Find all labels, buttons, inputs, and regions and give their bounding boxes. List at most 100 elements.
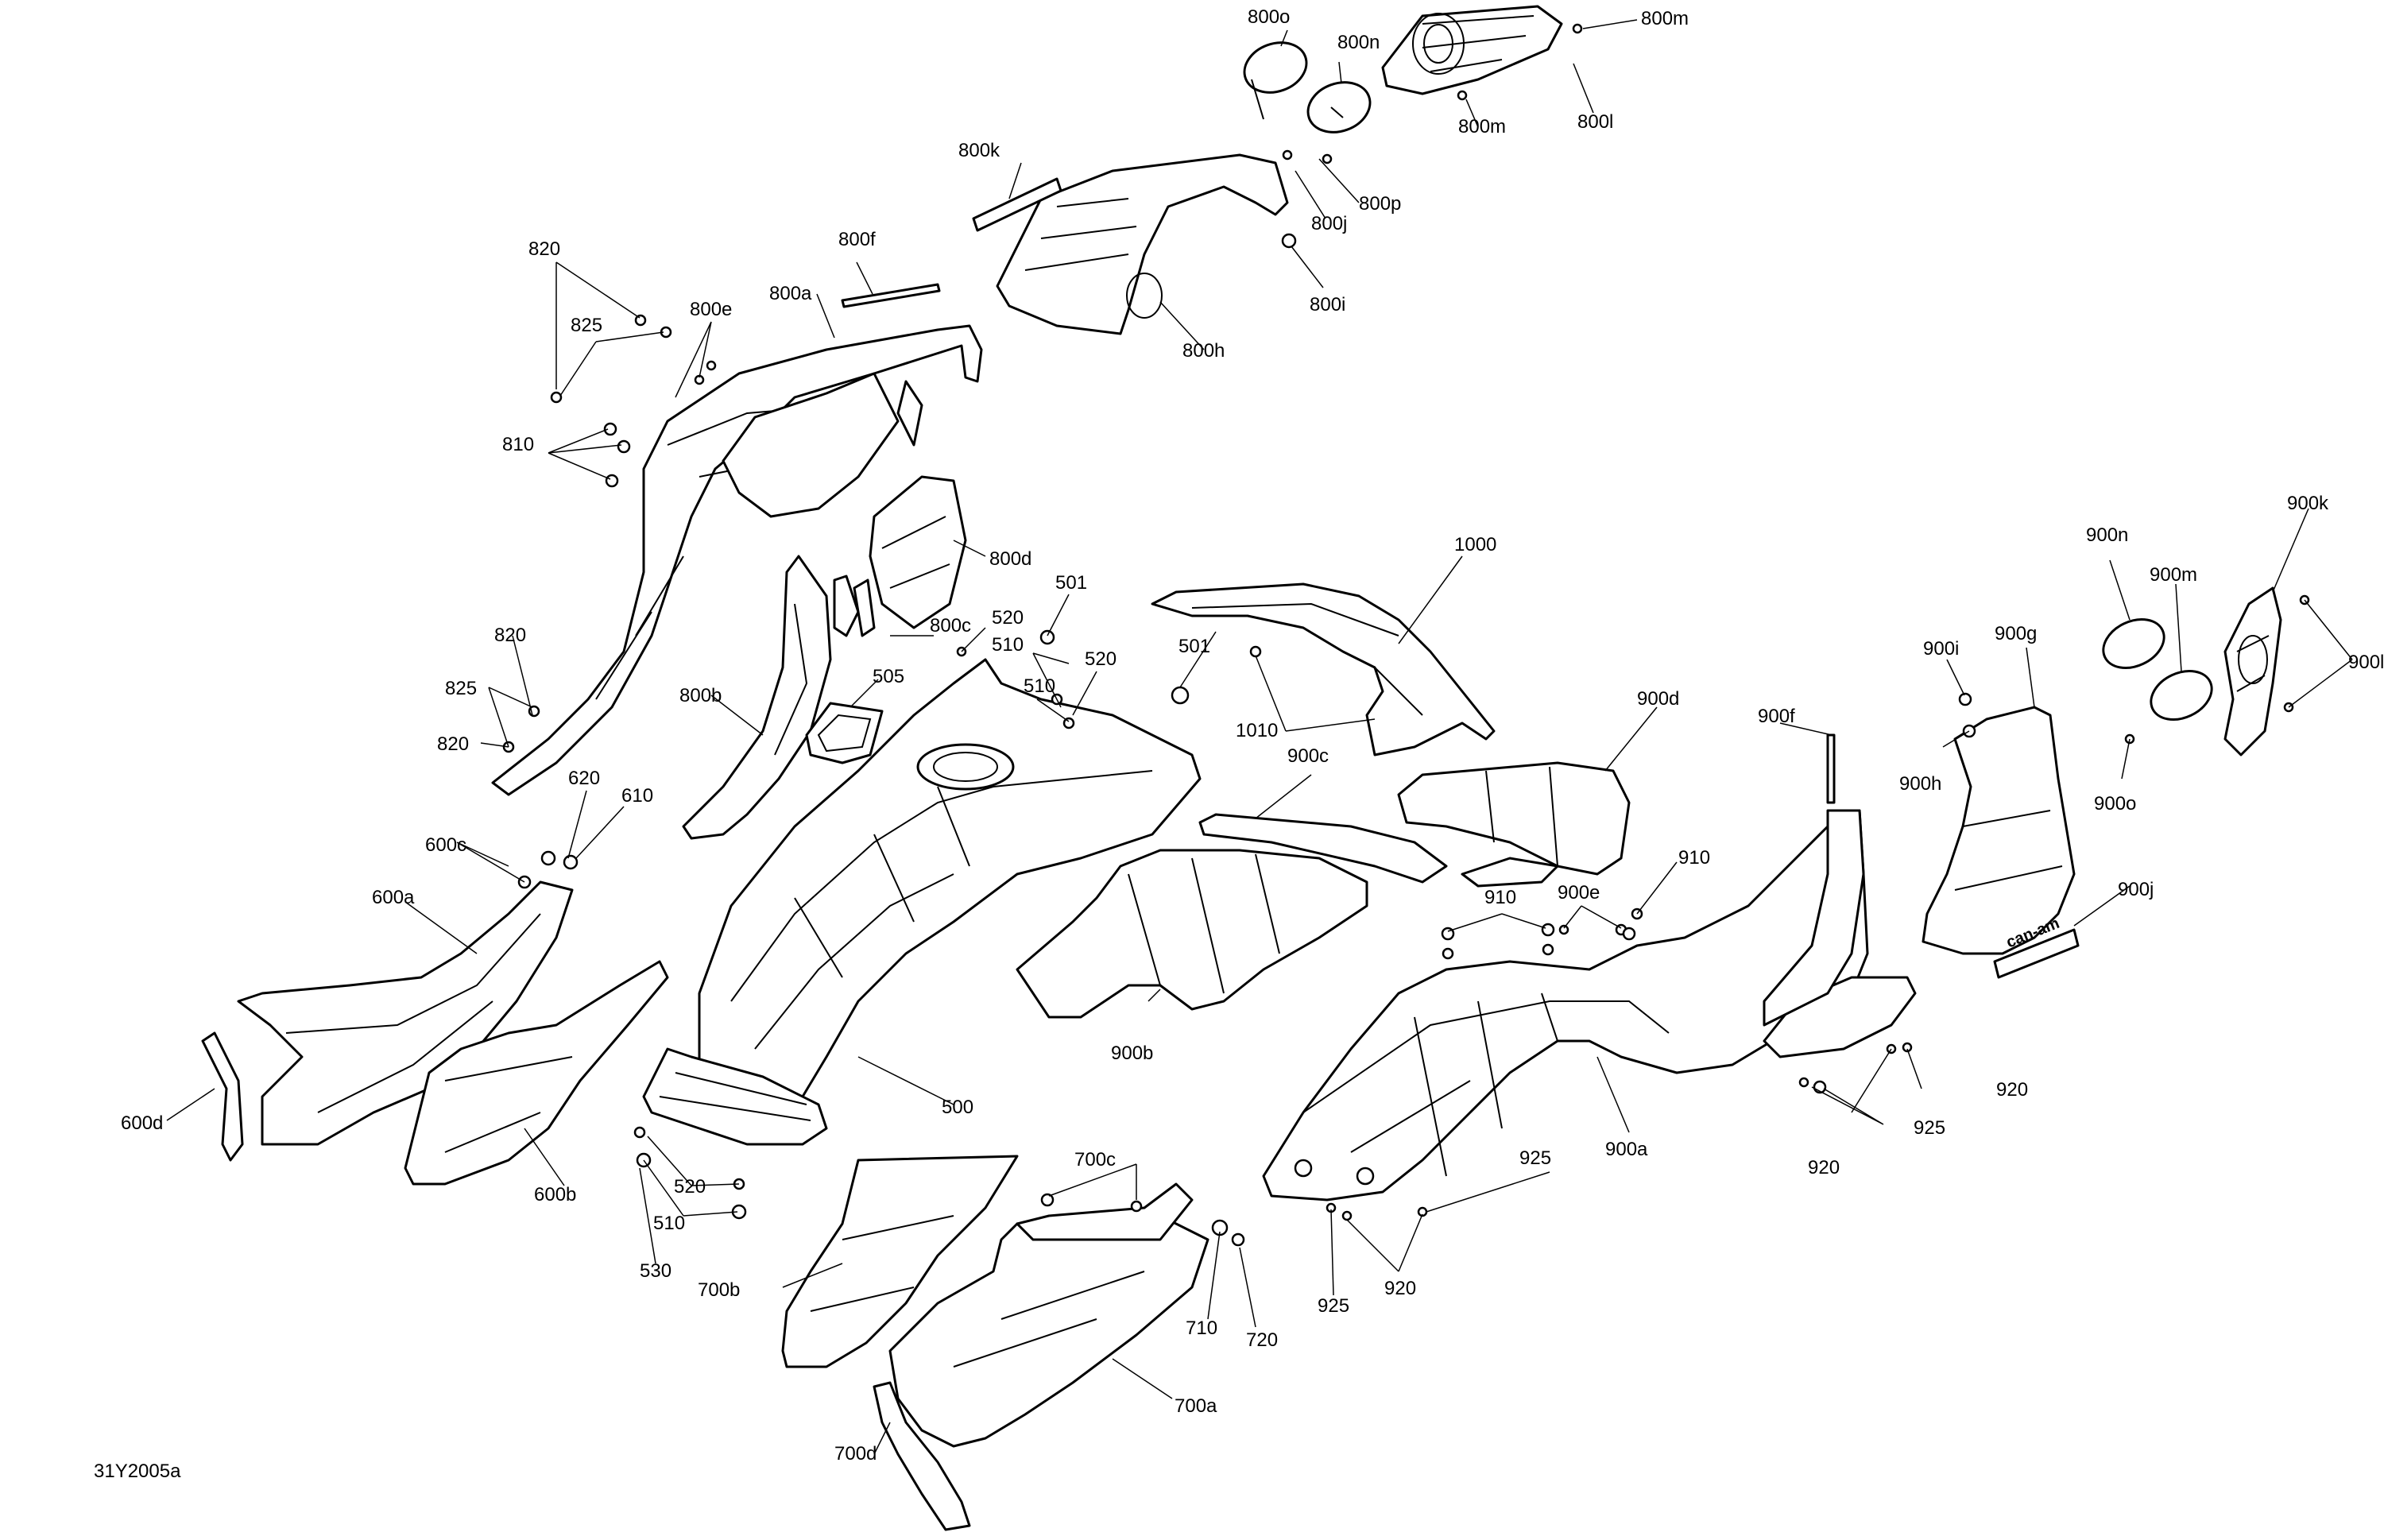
- part-900a: [1262, 809, 1917, 1201]
- part-700d: [873, 1381, 971, 1531]
- part-700a: [888, 1182, 1209, 1448]
- callout-820-mid: 820: [494, 625, 527, 646]
- callout-700c: 700c: [1074, 1149, 1117, 1170]
- callout-700d: 700d: [834, 1443, 877, 1465]
- callout-720: 720: [1246, 1329, 1279, 1351]
- callout-620: 620: [568, 768, 601, 789]
- part-900b: [1016, 849, 1368, 1019]
- part-900f: [1826, 733, 1836, 804]
- part-800a: [491, 324, 983, 796]
- callout-900a: 900a: [1605, 1139, 1648, 1160]
- part-900n-bezel: [2102, 618, 2165, 669]
- callout-900k: 900k: [2287, 493, 2329, 514]
- part-800h: [996, 153, 1289, 335]
- callout-900b: 900b: [1111, 1043, 1154, 1064]
- part-800k-decal: [972, 177, 1062, 232]
- callout-700a: 700a: [1175, 1395, 1217, 1417]
- part-800c-strip: [833, 575, 876, 637]
- callout-600c: 600c: [425, 834, 467, 856]
- callout-800b: 800b: [679, 685, 722, 706]
- part-800l: [1381, 5, 1563, 95]
- part-505: [805, 702, 884, 764]
- callout-505: 505: [873, 666, 905, 687]
- callout-800m-bottom: 800m: [1458, 116, 1507, 137]
- part-800f-strip: [841, 283, 941, 308]
- callout-610: 610: [621, 785, 654, 807]
- callout-800e: 800e: [690, 299, 733, 320]
- callout-920-right: 920: [1996, 1079, 2029, 1101]
- callout-820-low: 820: [437, 733, 470, 755]
- callout-920-bottom: 920: [1808, 1157, 1840, 1178]
- callout-800n: 800n: [1337, 32, 1380, 53]
- callout-925-low: 925: [1318, 1295, 1350, 1317]
- callout-501-right: 501: [1178, 636, 1211, 657]
- callout-900g: 900g: [1995, 623, 2038, 644]
- part-800b: [682, 555, 832, 840]
- callout-700b: 700b: [698, 1279, 741, 1301]
- part-900m-bezel: [2150, 670, 2213, 721]
- part-500: [642, 658, 1202, 1146]
- callout-800h: 800h: [1182, 340, 1225, 362]
- callout-820-top: 820: [528, 238, 561, 260]
- callout-825-top: 825: [571, 315, 603, 336]
- figure-code: 31Y2005a: [94, 1461, 181, 1482]
- callout-800j: 800j: [1311, 213, 1348, 234]
- callout-900o: 900o: [2094, 793, 2137, 814]
- callout-800k: 800k: [958, 140, 1000, 161]
- callout-510-top: 510: [992, 634, 1024, 656]
- part-900j-decal: [1993, 928, 2080, 979]
- part-900k: [2223, 586, 2282, 756]
- callout-900l: 900l: [2348, 652, 2384, 673]
- callout-510-low: 510: [653, 1213, 686, 1234]
- callout-800l: 800l: [1577, 111, 1614, 133]
- part-600a: [237, 880, 574, 1146]
- callout-900h: 900h: [1899, 773, 1942, 795]
- part-900c: [1198, 813, 1448, 884]
- callout-900j: 900j: [2118, 879, 2154, 900]
- callout-600b: 600b: [534, 1184, 577, 1205]
- callout-800c: 800c: [930, 615, 972, 637]
- callout-900f: 900f: [1758, 706, 1795, 727]
- part-800n-bezel: [1306, 81, 1372, 133]
- callout-1010: 1010: [1236, 720, 1279, 741]
- callout-510-mid: 510: [1024, 675, 1056, 697]
- callout-501-top: 501: [1055, 572, 1088, 594]
- callout-600d: 600d: [121, 1112, 164, 1134]
- callout-900d: 900d: [1637, 688, 1680, 710]
- part-800d: [869, 475, 967, 629]
- callout-920-low: 920: [1384, 1278, 1417, 1299]
- callout-530: 530: [640, 1260, 672, 1282]
- callout-1000: 1000: [1454, 534, 1497, 555]
- callout-800m-top: 800m: [1641, 8, 1689, 29]
- callout-800i: 800i: [1310, 294, 1346, 315]
- leader-lines: [166, 19, 2353, 1455]
- callout-500: 500: [942, 1097, 974, 1118]
- callout-825-mid: 825: [445, 678, 478, 699]
- callout-910-right: 910: [1678, 847, 1711, 869]
- callout-900e: 900e: [1558, 882, 1600, 903]
- part-700b: [781, 1155, 1019, 1368]
- callout-600a: 600a: [372, 887, 415, 908]
- callout-800f: 800f: [838, 229, 876, 250]
- part-1000: [1151, 582, 1496, 756]
- callout-925-right: 925: [1914, 1117, 1946, 1139]
- part-900d: [1397, 761, 1631, 888]
- part-600b: [404, 960, 669, 1186]
- callout-710: 710: [1186, 1318, 1218, 1339]
- callout-900m: 900m: [2150, 564, 2198, 586]
- callout-800d: 800d: [989, 548, 1032, 570]
- callout-925-mid: 925: [1519, 1147, 1552, 1169]
- callout-800a: 800a: [769, 283, 812, 304]
- callout-910-left: 910: [1484, 887, 1517, 908]
- callout-810: 810: [502, 434, 535, 455]
- callout-520-top: 520: [992, 607, 1024, 629]
- part-900g: [1922, 706, 2076, 955]
- callout-900c: 900c: [1287, 745, 1329, 767]
- callout-900n: 900n: [2086, 524, 2129, 546]
- callout-800p: 800p: [1359, 193, 1402, 215]
- callout-900i: 900i: [1923, 638, 1960, 660]
- callout-520-low: 520: [674, 1176, 706, 1198]
- callout-800o: 800o: [1248, 6, 1291, 28]
- callout-520-mid: 520: [1085, 648, 1117, 670]
